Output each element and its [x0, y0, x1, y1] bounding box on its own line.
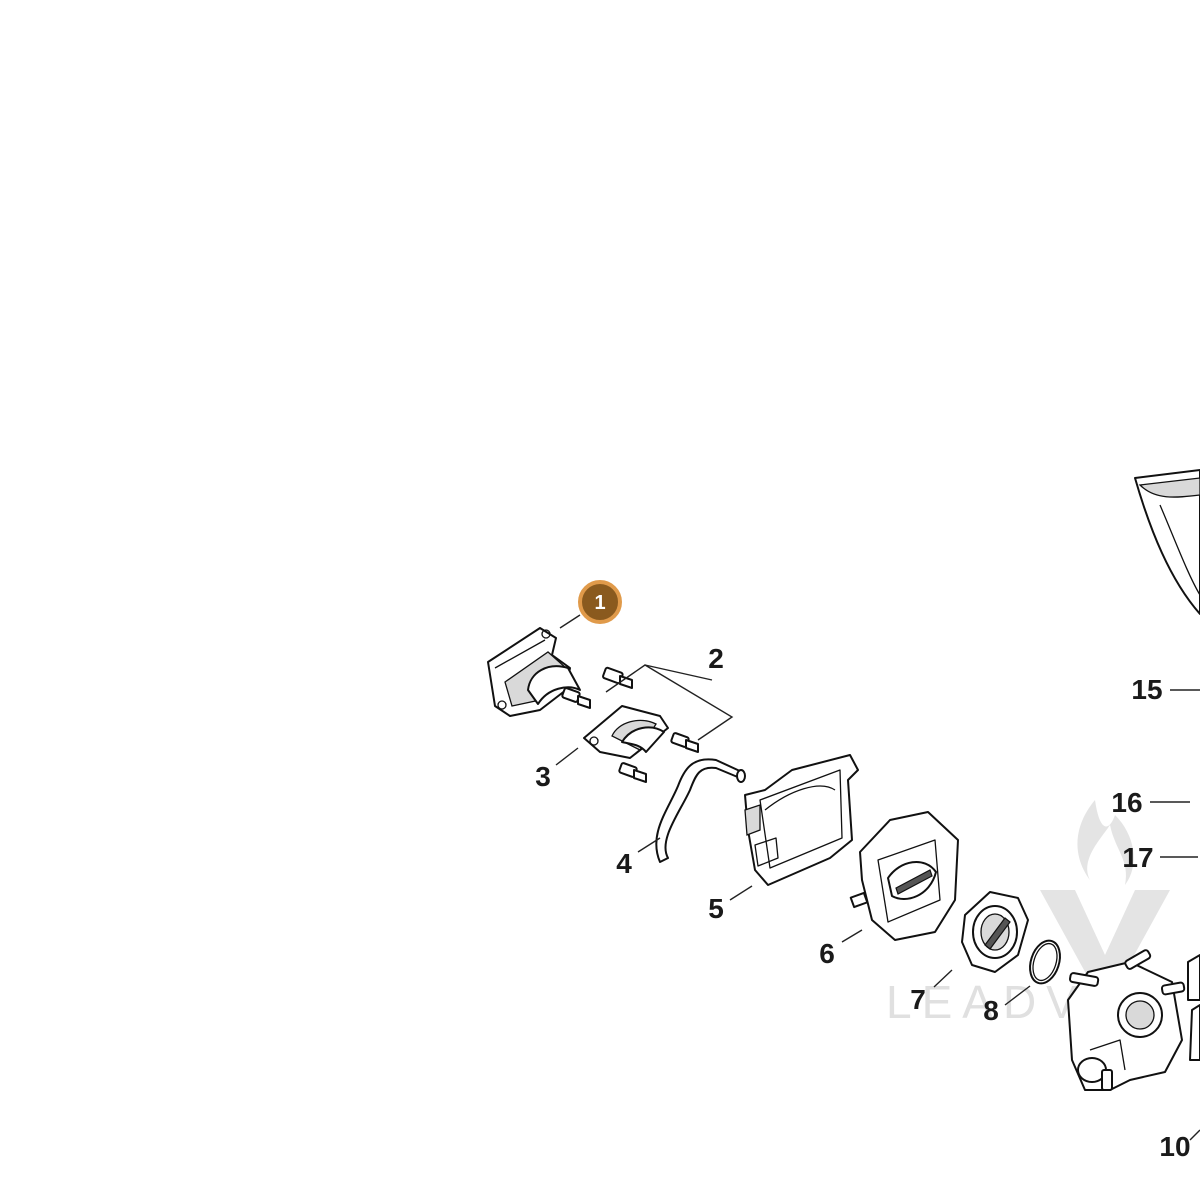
- callout-16-label[interactable]: 16: [1111, 787, 1142, 818]
- part-3-flange[interactable]: [583, 705, 669, 759]
- part-2-screws[interactable]: [561, 666, 699, 783]
- callout-8-label[interactable]: 8: [983, 995, 999, 1026]
- screw: [602, 666, 633, 689]
- part-6-plate[interactable]: [849, 811, 959, 941]
- part-7-throttle[interactable]: [961, 891, 1029, 973]
- callout-4-label[interactable]: 4: [616, 848, 632, 879]
- screw: [561, 687, 591, 709]
- callout-labels: 2 3 4 5 6 7 8 10 15 16 17: [535, 643, 1190, 1162]
- part-4-hose[interactable]: [655, 758, 746, 863]
- callout-6-label[interactable]: 6: [819, 938, 835, 969]
- callout-1-label: 1: [594, 592, 605, 614]
- part-5-housing[interactable]: [744, 754, 859, 886]
- part-15-cover[interactable]: [1134, 469, 1200, 615]
- screw: [670, 732, 699, 753]
- callout-3-label[interactable]: 3: [535, 761, 551, 792]
- part-carburetor[interactable]: [1067, 949, 1200, 1091]
- watermark: LEADV: [886, 800, 1170, 1028]
- watermark-flame-icon: [1077, 800, 1134, 885]
- callout-1-badge: [578, 580, 622, 624]
- callout-2-label[interactable]: 2: [708, 643, 724, 674]
- part-1-manifold[interactable]: [487, 627, 581, 717]
- watermark-text: LEADV: [886, 976, 1087, 1028]
- callout-10-label[interactable]: 10: [1159, 1131, 1190, 1162]
- screw: [618, 762, 647, 783]
- leader-lines: [555, 614, 1200, 1141]
- callout-7-label[interactable]: 7: [910, 984, 926, 1015]
- callout-5-label[interactable]: 5: [708, 893, 724, 924]
- part-8-o-ring[interactable]: [1025, 937, 1065, 987]
- callout-17-label[interactable]: 17: [1122, 842, 1153, 873]
- callout-1-highlighted[interactable]: 1: [578, 580, 622, 624]
- callout-15-label[interactable]: 15: [1131, 674, 1162, 705]
- watermark-v-icon: [1040, 890, 1170, 990]
